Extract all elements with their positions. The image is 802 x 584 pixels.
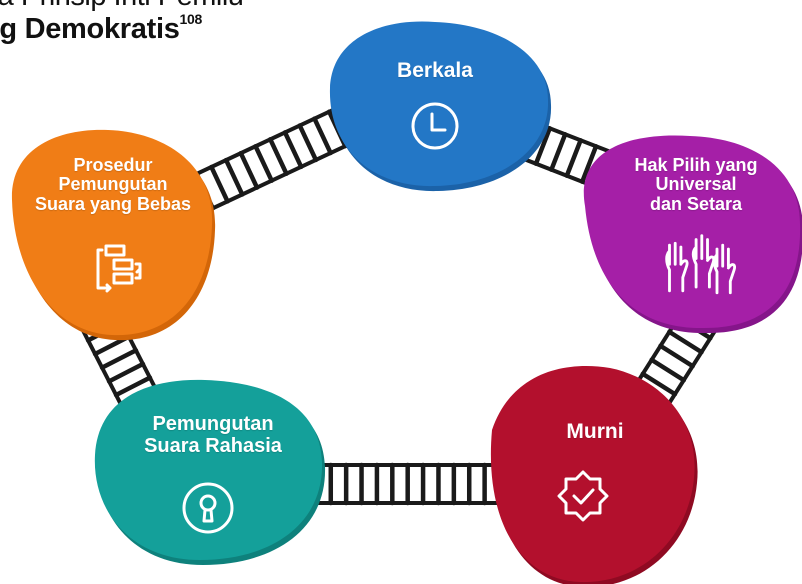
node-label-prosedur: Prosedur Pemungutan Suara yang Bebas <box>34 155 192 214</box>
ladder-murni-rahasia <box>298 462 502 506</box>
node-murni <box>490 366 698 584</box>
node-rahasia <box>94 379 326 565</box>
footnote-marker: 108 <box>179 10 203 27</box>
node-label-murni: Murni <box>566 420 624 443</box>
node-berkala <box>329 21 552 192</box>
node-blob <box>490 366 695 583</box>
title-line-2: ng Demokratis108 <box>0 10 302 45</box>
title-line-2-text: ng Demokratis <box>0 12 180 45</box>
flow-process-icon <box>96 244 142 293</box>
node-prosedur <box>11 129 216 341</box>
node-blob <box>94 379 323 560</box>
title-line-1: na Prinsip Inti Pemilu <box>0 0 302 12</box>
node-blob <box>11 129 213 336</box>
keyhole-icon <box>182 482 234 534</box>
verified-badge-icon <box>557 470 609 522</box>
node-blob <box>583 135 801 329</box>
node-label-hak-pilih: Hak Pilih yang Universal dan Setara <box>634 155 758 214</box>
raised-hands-icon <box>665 234 736 295</box>
diagram-title: na Prinsip Inti Pemilu ng Demokratis108 <box>0 0 302 44</box>
node-label-rahasia: Pemungutan Suara Rahasia <box>144 413 282 457</box>
node-hak-pilih <box>583 135 802 334</box>
node-label-berkala: Berkala <box>397 59 473 82</box>
principle-nodes <box>11 21 802 584</box>
clock-icon <box>411 102 459 150</box>
